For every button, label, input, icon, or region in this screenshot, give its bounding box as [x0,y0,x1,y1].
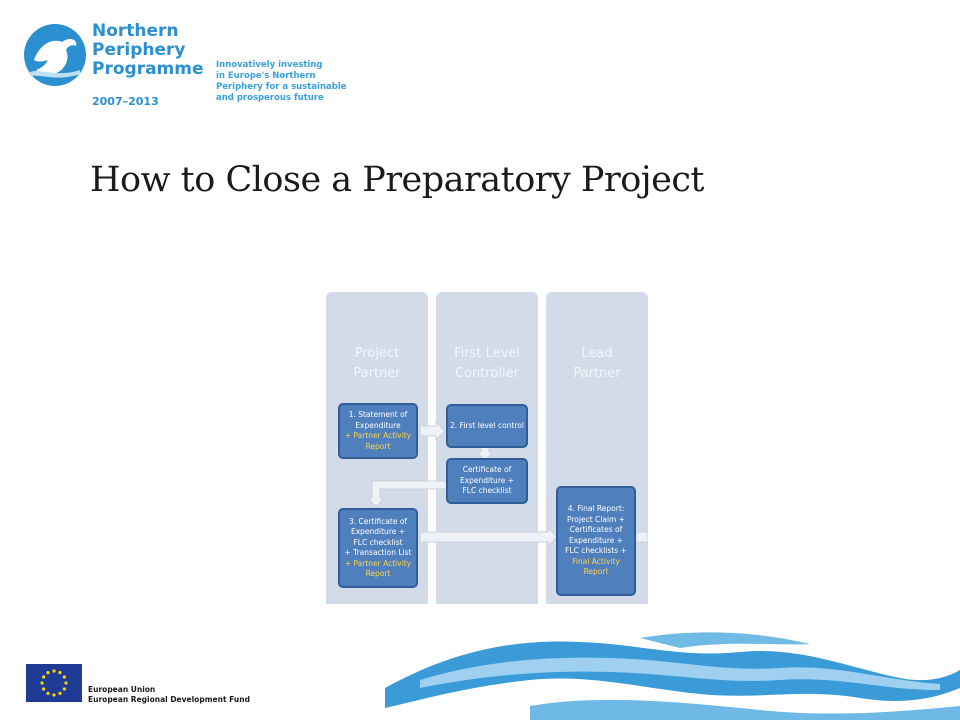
programme-name: Northern Periphery Programme [92,22,204,79]
box-text: Certificate of [462,465,512,475]
eu-star [46,691,50,695]
eu-star [52,693,56,697]
box-text-highlight: Final Activity [572,556,620,566]
lane-first-level-controller: First Level Controller [436,292,538,604]
box-text: 3. Certificate of [348,516,408,526]
box-text: Expenditure + [459,475,515,485]
eu-star [58,671,62,675]
arrow-5-out [635,531,648,543]
lane-title-line: Project [354,346,400,361]
step-3-box: 3. Certificate of Expenditure + FLC chec… [338,508,418,588]
lane-title-first-level-controller: First Level Controller [436,344,538,384]
box-text: FLC checklists + [565,546,627,556]
box-text: Expenditure [355,420,401,430]
programme-name-line-1: Northern [92,21,179,41]
box-text: Expenditure + [350,527,406,536]
eu-label-line-1: European Union [88,685,156,694]
box-text: + Transaction List [344,548,412,557]
programme-logo: Northern Periphery Programme 2007–2013 I… [22,20,347,115]
tagline-line-1: Innovatively investing [216,60,323,70]
lane-title-line: Partner [353,366,401,381]
step-1-box: 1. Statement of Expenditure + Partner Ac… [338,403,418,459]
lane-title-line: First Level [454,346,520,361]
eu-star [46,671,50,675]
arrow-3-to-4 [366,480,447,508]
step-4-box: 4. Final Report: Project Claim + Certifi… [556,486,636,596]
box-text-highlight: Report [365,569,391,578]
eu-star [58,691,62,695]
eu-star [52,669,56,673]
eu-star [62,687,66,691]
box-text-highlight: Report [365,441,391,451]
lane-title-lead-partner: Lead Partner [546,344,648,384]
slide-title: How to Close a Preparatory Project [90,160,705,200]
box-text: Project Claim + [566,514,626,524]
tagline-line-2: in Europe's Northern [216,71,316,81]
box-text: Expenditure + [568,535,624,545]
process-flow-diagram: Project Partner First Level Controller L… [326,292,648,604]
programme-name-line-2: Periphery [92,40,186,60]
dove-logo-icon [24,24,86,86]
step-2-box: 2. First level control [446,404,528,448]
box-text-highlight: Report [583,567,609,577]
eu-star [42,675,46,679]
eu-funding-label: European Union European Regional Develop… [88,685,250,705]
lane-title-line: Partner [573,366,621,381]
box-text: FLC checklist [353,537,403,547]
lane-title-line: Lead [581,346,613,361]
arrow-4-to-5 [419,526,558,548]
tagline-line-3: Periphery for a sustainable [216,82,347,92]
box-text: 2. First level control [450,420,524,430]
box-text: Certificates of [569,525,623,535]
lane-title-line: Controller [455,366,519,381]
eu-flag-icon [26,664,82,702]
box-text: 1. Statement of [348,410,408,419]
box-text-highlight: + Partner Activity [344,431,412,440]
box-text-highlight: + Partner Activity [344,558,412,568]
tagline-line-4: and prosperous future [216,93,324,103]
lane-title-project-partner: Project Partner [326,344,428,384]
certificate-box: Certificate of Expenditure + FLC checkli… [446,458,528,504]
eu-label-line-2: European Regional Development Fund [88,695,250,704]
flow-arrows [366,420,648,548]
eu-star [40,681,44,685]
eu-star [64,681,68,685]
programme-tagline: Innovatively investing in Europe's North… [216,60,347,104]
box-text: 4. Final Report: [567,504,625,514]
decorative-wave-graphic [385,632,960,720]
programme-name-line-3: Programme [92,59,204,79]
box-text: FLC checklist [462,486,512,496]
programme-years: 2007–2013 [92,95,159,108]
eu-star [62,675,66,679]
arrow-1-to-2 [419,420,446,442]
eu-star [42,687,46,691]
